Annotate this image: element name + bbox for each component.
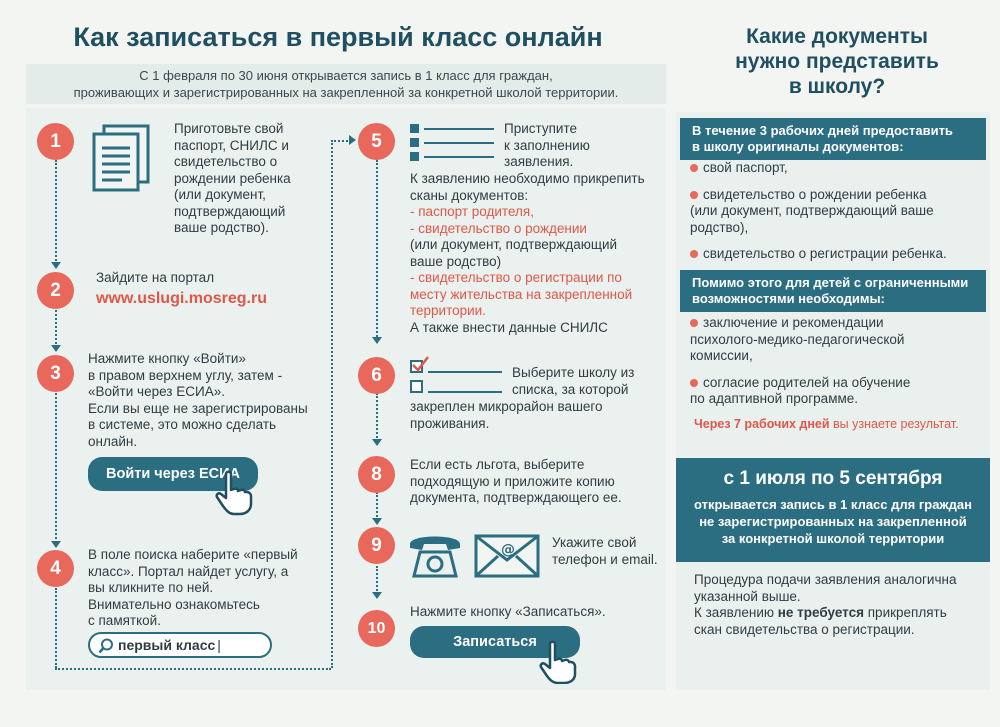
- checkmark-icon: [412, 356, 429, 372]
- documents-icon: [92, 124, 150, 192]
- arrow-down-icon: [372, 337, 382, 344]
- portal-link[interactable]: www.uslugi.mosreg.ru: [96, 290, 267, 307]
- step-3-text: Нажмите кнопку «Войти» в правом верхнем …: [88, 351, 308, 449]
- steps-panel: [26, 108, 666, 690]
- email-envelope-icon: @: [474, 534, 540, 578]
- arrow-down-icon: [51, 262, 61, 269]
- step-number-10: 10: [358, 610, 395, 647]
- step-8-text: Если есть льгота, выберите подходящую и …: [410, 457, 622, 505]
- hand-cursor-icon: [539, 640, 577, 684]
- doc-registration: - свидетельство о регистрации по: [410, 270, 622, 285]
- hand-cursor-icon: [215, 470, 253, 516]
- connector-8-9: [376, 492, 378, 520]
- search-icon: [98, 638, 113, 654]
- step-number-1: 1: [37, 123, 74, 160]
- connector-3-4: [55, 393, 57, 543]
- step-number-2: 2: [37, 272, 74, 309]
- arrow-down-icon: [372, 592, 382, 599]
- step-number-8: 8: [358, 456, 395, 493]
- step-2-text: Зайдите на портал: [96, 270, 215, 285]
- arrow-down-icon: [51, 541, 61, 548]
- step-6-text-2: закреплен микрорайон вашего проживания.: [410, 399, 603, 431]
- second-period-text: открывается запись в 1 класс для граждан…: [694, 497, 972, 546]
- step-number-5: 5: [358, 123, 395, 160]
- second-period-banner: с 1 июля по 5 сентября открывается запис…: [676, 458, 990, 562]
- connector-2-3: [55, 310, 57, 348]
- arrow-down-icon: [51, 345, 61, 352]
- connector-6-8: [376, 393, 378, 441]
- bullet-icon: [690, 190, 698, 199]
- connector-1-2: [55, 160, 57, 264]
- intro-banner: С 1 февраля по 30 июня открывается запис…: [26, 64, 666, 104]
- phone-icon: [410, 536, 460, 578]
- documents-title: Какие документы нужно представить в школ…: [735, 25, 939, 98]
- step-number-3: 3: [37, 355, 74, 392]
- originals-band: В течение 3 рабочих дней предоставить в …: [680, 118, 986, 160]
- connector-4-bottom: [55, 588, 57, 668]
- documents-panel: [676, 112, 990, 690]
- step-number-4: 4: [37, 550, 74, 587]
- connector-column: [331, 140, 333, 668]
- bullet-icon: [690, 378, 698, 387]
- search-value: первый класс: [118, 637, 216, 653]
- step-6-text: Выберите школу из списка, за которой: [512, 365, 635, 397]
- step-10-text: Нажмите кнопку «Записаться».: [410, 604, 606, 619]
- step-1-text: Приготовьте свой паспорт, СНИЛС и свидет…: [174, 121, 291, 235]
- empty-box-icon: [410, 380, 423, 393]
- step-4-text: В поле поиска наберите «первый класс». П…: [88, 547, 298, 628]
- connector-5-6: [376, 160, 378, 340]
- intro-line-2: проживающих и зарегистрированных на закр…: [73, 85, 619, 100]
- step-9-text: Укажите свой телефон и email.: [552, 535, 658, 567]
- special-docs-list: заключение и рекомендации психолого-меди…: [690, 315, 911, 406]
- search-input[interactable]: первый класс|: [88, 632, 272, 658]
- arrow-down-icon: [372, 439, 382, 446]
- procedure-note: Процедура подачи заявления аналогична ук…: [694, 572, 957, 637]
- connector-9-10: [376, 566, 378, 594]
- step-5-text: Приступите к заполнению заявления.: [504, 121, 590, 169]
- bullet-icon: [690, 319, 698, 328]
- doc-passport: - паспорт родителя,: [410, 204, 534, 219]
- svg-text:@: @: [501, 542, 515, 558]
- page-title: Как записаться в первый класс онлайн: [73, 22, 603, 52]
- original-docs-list: свой паспорт, свидетельство о рождении р…: [690, 160, 947, 261]
- step-5-attachments: К заявлению необходимо прикрепить сканы …: [410, 171, 645, 335]
- bullet-icon: [690, 164, 698, 173]
- connector-top: [331, 140, 351, 142]
- second-period-title: с 1 июля по 5 сентября: [723, 468, 943, 489]
- snils-note: А также внести данные СНИЛС: [410, 319, 608, 335]
- result-note: Через 7 рабочих дней вы узнаете результа…: [694, 417, 959, 431]
- intro-line-1: С 1 февраля по 30 июня открывается запис…: [139, 68, 553, 83]
- connector-bottom: [55, 668, 331, 670]
- step-number-9: 9: [358, 527, 395, 564]
- arrow-down-icon: [372, 518, 382, 525]
- doc-birth-cert: - свидетельство о рождении: [410, 220, 587, 236]
- arrow-right-icon: [349, 135, 356, 145]
- step-number-6: 6: [358, 357, 395, 394]
- bullet-icon: [690, 250, 698, 259]
- special-needs-band: Помимо этого для детей с ограниченными в…: [680, 270, 986, 312]
